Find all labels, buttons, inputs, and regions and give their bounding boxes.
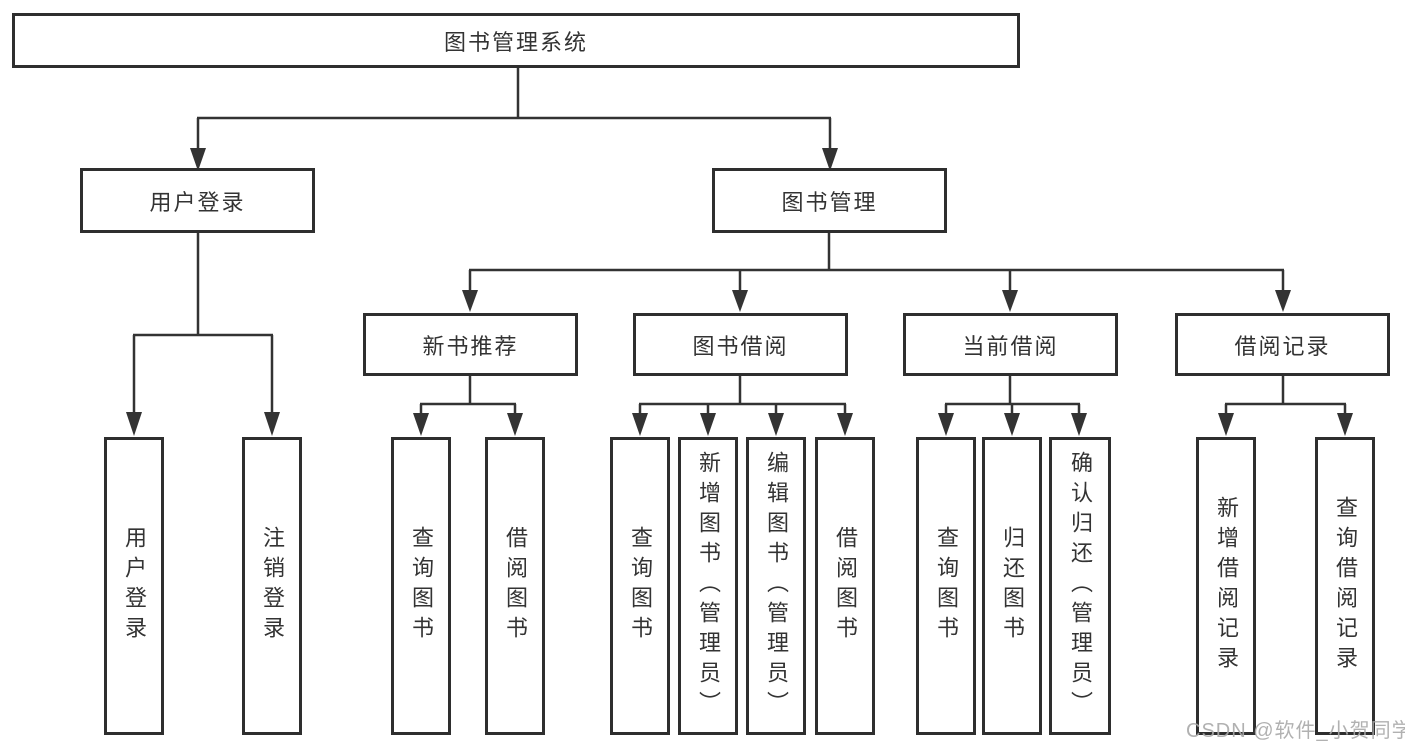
- leaf-borrow-query-books-label: 查询图书: [628, 526, 653, 646]
- node-new-book-recommend-label: 新书推荐: [422, 333, 519, 359]
- leaf-add-books-admin: 新增图书（管理员）: [678, 437, 738, 735]
- node-book-management: 图书管理: [712, 168, 947, 233]
- leaf-edit-books-admin-label: 编辑图书（管理员）: [764, 451, 789, 721]
- node-current-borrow-label: 当前借阅: [962, 333, 1059, 359]
- leaf-current-query-books: 查询图书: [916, 437, 976, 735]
- leaf-recommend-query-books-label: 查询图书: [409, 526, 434, 646]
- csdn-watermark: CSDN @软件_小贺同学: [1186, 720, 1405, 742]
- leaf-borrow-books: 借阅图书: [815, 437, 875, 735]
- node-root-label: 图书管理系统: [443, 29, 588, 55]
- leaf-logout: 注销登录: [242, 437, 302, 735]
- leaf-logout-label: 注销登录: [260, 526, 285, 646]
- leaf-recommend-borrow-books-label: 借阅图书: [503, 526, 528, 646]
- edge-user-login-to-leaves: [126, 233, 280, 436]
- node-new-book-recommend: 新书推荐: [363, 313, 578, 376]
- leaf-user-login: 用户登录: [104, 437, 164, 735]
- leaf-edit-books-admin: 编辑图书（管理员）: [746, 437, 806, 735]
- leaf-add-borrow-record-label: 新增借阅记录: [1214, 496, 1239, 676]
- leaf-return-books: 归还图书: [982, 437, 1042, 735]
- edge-new-book-recommend-to-leaves: [413, 376, 523, 436]
- node-borrow-records: 借阅记录: [1175, 313, 1390, 376]
- leaf-add-books-admin-label: 新增图书（管理员）: [696, 451, 721, 721]
- node-book-management-label: 图书管理: [781, 189, 878, 215]
- leaf-recommend-query-books: 查询图书: [391, 437, 451, 735]
- leaf-add-borrow-record: 新增借阅记录: [1196, 437, 1256, 735]
- edge-book-management-to-level3: [462, 233, 1291, 312]
- node-user-login: 用户登录: [80, 168, 315, 233]
- leaf-current-query-books-label: 查询图书: [934, 526, 959, 646]
- leaf-return-books-label: 归还图书: [1000, 526, 1025, 646]
- node-book-borrow: 图书借阅: [633, 313, 848, 376]
- node-book-borrow-label: 图书借阅: [692, 333, 789, 359]
- leaf-borrow-query-books: 查询图书: [610, 437, 670, 735]
- edge-current-borrow-to-leaves: [938, 376, 1087, 436]
- leaf-recommend-borrow-books: 借阅图书: [485, 437, 545, 735]
- leaf-borrow-books-label: 借阅图书: [833, 526, 858, 646]
- leaf-confirm-return-admin-label: 确认归还（管理员）: [1068, 451, 1093, 721]
- node-borrow-records-label: 借阅记录: [1234, 333, 1331, 359]
- leaf-confirm-return-admin: 确认归还（管理员）: [1049, 437, 1111, 735]
- leaf-query-borrow-record: 查询借阅记录: [1315, 437, 1375, 735]
- node-current-borrow: 当前借阅: [903, 313, 1118, 376]
- edge-book-borrow-to-leaves: [632, 376, 853, 436]
- leaf-user-login-label: 用户登录: [122, 526, 147, 646]
- node-user-login-label: 用户登录: [149, 189, 246, 215]
- edge-borrow-records-to-leaves: [1218, 376, 1353, 436]
- edge-root-to-level2: [190, 68, 838, 171]
- node-root: 图书管理系统: [12, 13, 1020, 68]
- leaf-query-borrow-record-label: 查询借阅记录: [1333, 496, 1358, 676]
